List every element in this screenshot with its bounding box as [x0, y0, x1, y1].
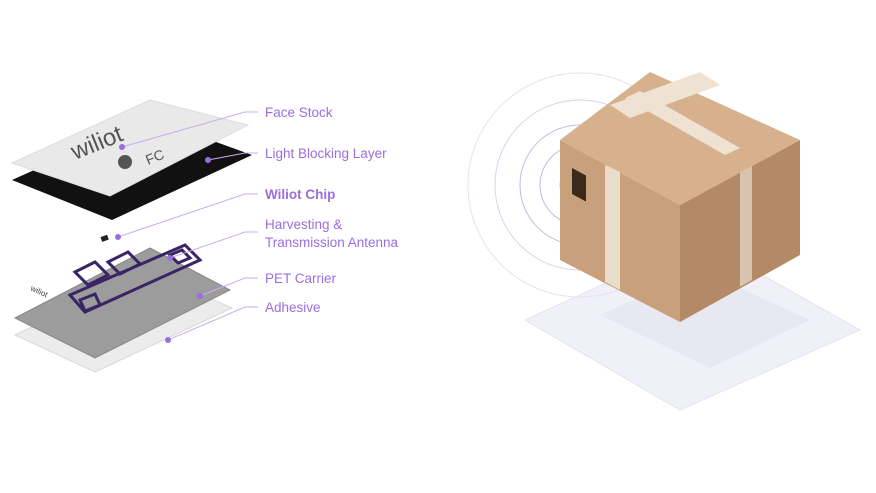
leader-dots — [115, 144, 211, 343]
label-light-blocking-layer: Light Blocking Layer — [265, 146, 387, 161]
tag-on-box — [572, 168, 586, 202]
label-adhesive: Adhesive — [265, 300, 321, 315]
fcc-icon: FC — [143, 146, 166, 168]
label-antenna-line2: Transmission Antenna — [265, 235, 399, 250]
antenna — [67, 243, 203, 314]
label-antenna-line1: Harvesting & — [265, 217, 343, 232]
face-stock-layer — [10, 99, 250, 197]
bluetooth-icon — [118, 155, 132, 169]
label-pet-carrier: PET Carrier — [265, 271, 337, 286]
leader-lines — [117, 111, 258, 341]
label-wiliot-chip: Wiliot Chip — [265, 187, 336, 202]
package-box — [560, 72, 800, 322]
label-face-stock: Face Stock — [265, 105, 333, 120]
pet-logo: wiliot — [28, 283, 50, 299]
chip — [100, 234, 109, 242]
